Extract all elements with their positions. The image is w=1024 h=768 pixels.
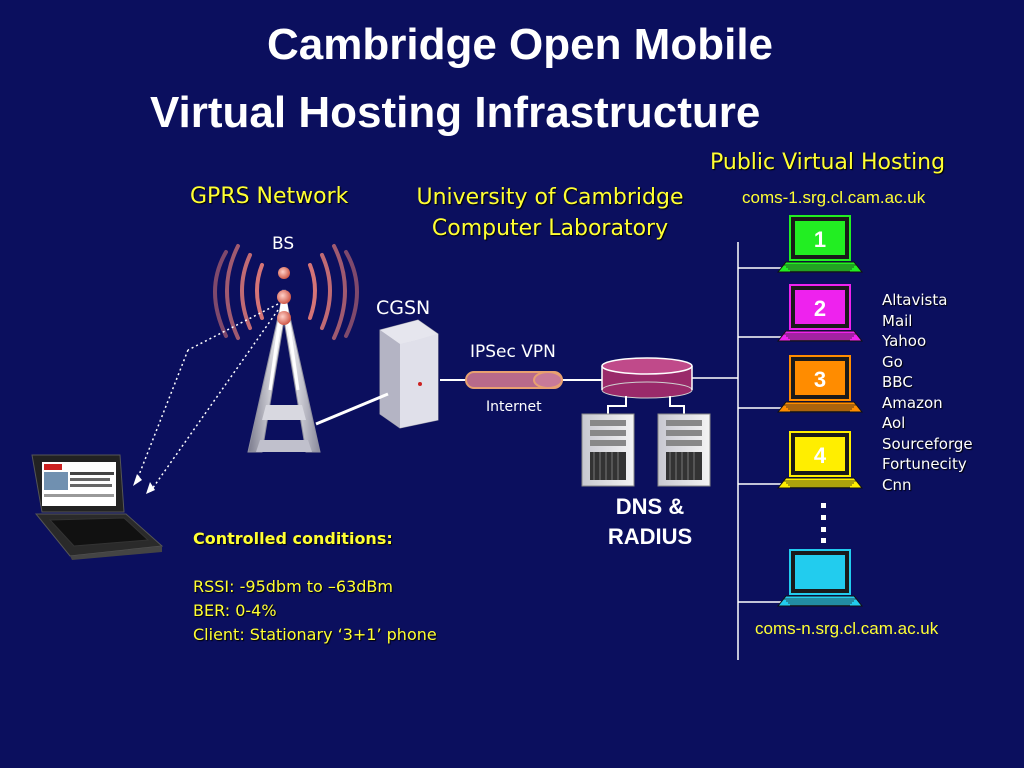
- list-item: Yahoo: [882, 332, 927, 350]
- host-laptop-icon: 3: [738, 355, 864, 413]
- list-item: Cnn: [882, 475, 912, 494]
- list-item: Fortunecity: [882, 455, 967, 473]
- list-item: Go: [882, 352, 903, 371]
- dns-label-line1: DNS &: [615, 494, 685, 519]
- conditions-rssi: RSSI: -95dbm to –63dBm: [193, 577, 393, 596]
- host-laptop-icon: [738, 549, 864, 607]
- arrow-head-icon: [146, 482, 155, 494]
- host-laptop-icon: 4: [738, 431, 864, 489]
- dns-label-line2: RADIUS: [607, 524, 693, 549]
- dns-radius-label: DNS & RADIUS: [590, 492, 710, 552]
- internet-label: Internet: [486, 399, 542, 415]
- cgsn-label: CGSN: [376, 297, 431, 319]
- ipsec-vpn-label: IPSec VPN: [470, 342, 556, 362]
- controlled-conditions: Controlled conditions: RSSI: -95dbm to –…: [193, 527, 437, 647]
- ipsec-vpn-tunnel: [440, 371, 602, 389]
- more-hosts-ellipsis: [821, 503, 826, 543]
- link-dns: [607, 396, 685, 414]
- slide-title-line2: Virtual Hosting Infrastructure: [150, 88, 761, 137]
- list-item: Altavista: [882, 291, 948, 309]
- cgsn-server-icon: [379, 319, 439, 429]
- base-station-tower-icon: [247, 267, 321, 453]
- wireless-link: [136, 303, 279, 493]
- host-number-label: 2: [814, 296, 826, 321]
- radius-server-icon: [657, 413, 711, 487]
- arrow-head-icon: [133, 474, 142, 486]
- hosted-sites-list: Altavista Mail Yahoo Go BBC Amazon Aol S…: [882, 290, 973, 495]
- client-laptop-icon: [31, 454, 164, 560]
- list-item: BBC: [882, 373, 913, 391]
- list-item: Amazon: [882, 393, 943, 412]
- ucam-heading-line1: University of Cambridge: [416, 185, 684, 210]
- router-cylinder-icon: [601, 357, 693, 399]
- ucam-heading-line2: Computer Laboratory: [431, 216, 669, 241]
- list-item: Mail: [882, 311, 913, 330]
- host-number-label: 3: [814, 367, 826, 392]
- host-laptop-icon: 2: [738, 284, 864, 342]
- gprs-network-heading: GPRS Network: [190, 184, 349, 209]
- public-hosting-heading: Public Virtual Hosting: [710, 150, 946, 175]
- list-item: Aol: [882, 414, 906, 432]
- list-item: Sourceforge: [882, 434, 973, 453]
- host-laptop-icon: 1: [738, 215, 864, 273]
- slide-title-line1: Cambridge Open Mobile: [266, 20, 774, 69]
- ucam-heading: University of Cambridge Computer Laborat…: [400, 182, 700, 244]
- radio-waves-icon: [213, 244, 359, 340]
- host-last-label: coms-n.srg.cl.cam.ac.uk: [755, 619, 939, 638]
- conditions-client: Client: Stationary ‘3+1’ phone: [193, 625, 437, 644]
- link-bs-cgsn: [315, 392, 389, 426]
- dns-server-icon: [581, 413, 635, 487]
- host-number-label: 1: [814, 227, 826, 252]
- conditions-heading: Controlled conditions:: [193, 529, 393, 548]
- bs-label: BS: [272, 234, 295, 254]
- host-first-label: coms-1.srg.cl.cam.ac.uk: [742, 188, 926, 207]
- conditions-ber: BER: 0-4%: [193, 601, 277, 620]
- host-number-label: 4: [814, 443, 827, 468]
